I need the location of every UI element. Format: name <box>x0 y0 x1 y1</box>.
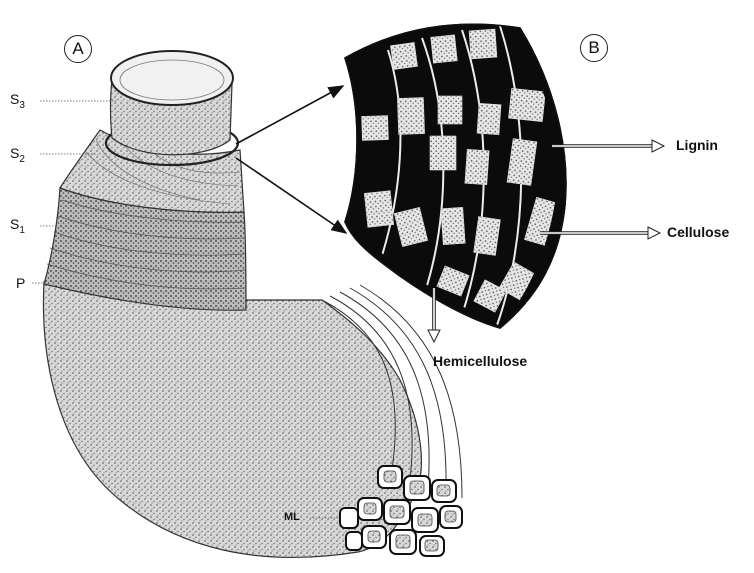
label-s2-sub: 2 <box>19 154 25 165</box>
label-s1-base: S <box>10 216 19 232</box>
zoom-arrow-upper <box>236 86 343 144</box>
zoom-arrows <box>236 86 346 233</box>
label-s1: S1 <box>10 216 25 236</box>
label-ml: ML <box>284 511 300 523</box>
label-s3-base: S <box>10 91 19 107</box>
label-s2: S2 <box>10 145 25 165</box>
cell-wall-segment <box>345 24 566 328</box>
label-hemicellulose: Hemicellulose <box>433 353 527 369</box>
label-s3: S3 <box>10 91 25 111</box>
s3-opening <box>111 51 233 105</box>
label-lignin: Lignin <box>676 137 718 153</box>
panel-a-marker: A <box>64 35 92 63</box>
panel-b-marker: B <box>580 34 608 62</box>
label-s1-sub: 1 <box>19 225 25 236</box>
lignin-arrow <box>552 140 664 152</box>
label-p: P <box>16 275 25 291</box>
zoom-arrow-lower <box>236 158 346 233</box>
label-s2-base: S <box>10 145 19 161</box>
label-s3-sub: 3 <box>19 100 25 111</box>
label-cellulose: Cellulose <box>667 224 729 240</box>
